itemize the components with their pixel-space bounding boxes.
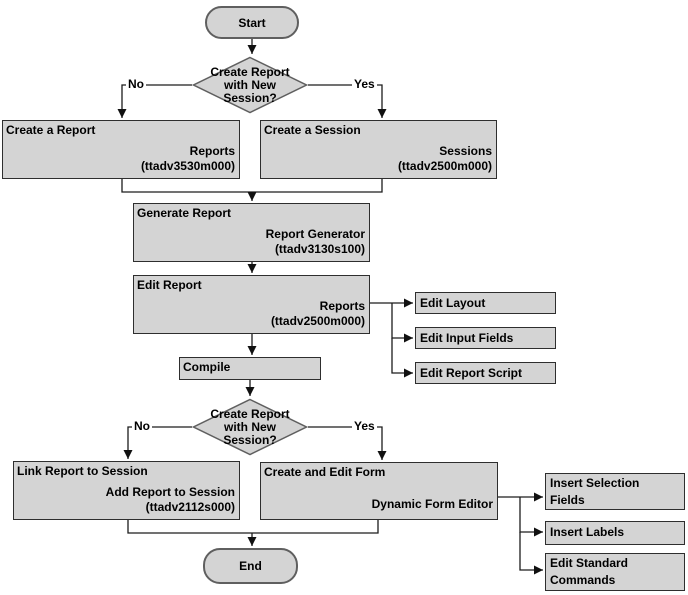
branch-label-no-2: No — [132, 419, 152, 433]
decision-create-report-with-new-session-1: Create Report with New Session? — [192, 56, 308, 114]
process-session-name: Reports — [189, 144, 235, 158]
diamond-shape — [192, 56, 308, 114]
subtask-insert-selection-fields: Insert Selection Fields — [545, 473, 685, 510]
subtask-edit-standard-commands: Edit Standard Commands — [545, 553, 685, 591]
end-terminal-label: End — [239, 559, 262, 573]
decision-question-line: Session? — [223, 432, 277, 447]
process-create-a-session: Create a Session Sessions (ttadv2500m000… — [260, 120, 497, 179]
process-title: Edit Report — [137, 278, 202, 292]
process-edit-report: Edit Report Reports (ttadv2500m000) — [133, 275, 370, 334]
decision-question: Create Report with New Session? — [192, 56, 308, 114]
process-session-info: Reports (ttadv3530m000) — [3, 144, 239, 178]
process-session-code: (ttadv2112s000) — [145, 500, 235, 514]
process-session-name: Add Report to Session — [105, 485, 235, 499]
diamond-shape — [192, 398, 308, 456]
start-terminal-label: Start — [238, 15, 266, 30]
start-terminal: Start — [205, 6, 299, 39]
process-session-code: (ttadv3530m000) — [140, 159, 235, 173]
subtask-edit-report-script: Edit Report Script — [415, 362, 556, 384]
decision-question-line: with New — [223, 77, 276, 92]
process-create-a-report: Create a Report Reports (ttadv3530m000) — [2, 120, 240, 179]
decision-question-line: Create Report — [210, 64, 290, 79]
process-session-info: Sessions (ttadv2500m000) — [261, 144, 496, 178]
process-session-code: (ttadv2500m000) — [397, 159, 492, 173]
process-session-info: Report Generator (ttadv3130s100) — [134, 227, 369, 261]
end-terminal: End — [203, 548, 298, 584]
process-title: Compile — [183, 360, 231, 374]
process-session-code: (ttadv3130s100) — [274, 242, 365, 256]
branch-label-yes-2: Yes — [352, 419, 377, 433]
process-title: Create and Edit Form — [264, 465, 386, 479]
process-session-name: Reports — [319, 299, 365, 313]
branch-label-yes-1: Yes — [352, 77, 377, 91]
process-compile: Compile — [179, 357, 321, 380]
decision-question-line: Create Report — [210, 406, 290, 421]
process-session-info: Add Report to Session (ttadv2112s000) — [14, 485, 239, 519]
process-title: Create a Session — [264, 123, 361, 137]
process-session-code: (ttadv2500m000) — [270, 314, 365, 328]
process-session-info: Dynamic Form Editor — [261, 497, 497, 519]
branch-label-no-1: No — [126, 77, 146, 91]
subtask-edit-input-fields: Edit Input Fields — [415, 327, 556, 349]
subtask-edit-layout: Edit Layout — [415, 292, 556, 314]
process-session-info: Reports (ttadv2500m000) — [134, 299, 369, 333]
subtask-insert-labels: Insert Labels — [545, 521, 685, 545]
decision-question: Create Report with New Session? — [192, 398, 308, 456]
process-create-and-edit-form: Create and Edit Form Dynamic Form Editor — [260, 462, 498, 520]
process-generate-report: Generate Report Report Generator (ttadv3… — [133, 203, 370, 262]
process-title: Generate Report — [137, 206, 232, 220]
process-title: Link Report to Session — [17, 464, 148, 478]
decision-question-line: with New — [223, 419, 276, 434]
process-link-report-to-session: Link Report to Session Add Report to Ses… — [13, 461, 240, 520]
process-session-name: Dynamic Form Editor — [371, 497, 493, 511]
decision-question-line: Session? — [223, 90, 277, 105]
decision-create-report-with-new-session-2: Create Report with New Session? — [192, 398, 308, 456]
process-session-name: Report Generator — [265, 227, 365, 241]
subtask-label: Edit Standard Commands — [550, 556, 629, 587]
subtask-label: Insert Selection Fields — [550, 476, 640, 507]
process-title: Create a Report — [6, 123, 96, 137]
process-session-name: Sessions — [439, 144, 492, 158]
